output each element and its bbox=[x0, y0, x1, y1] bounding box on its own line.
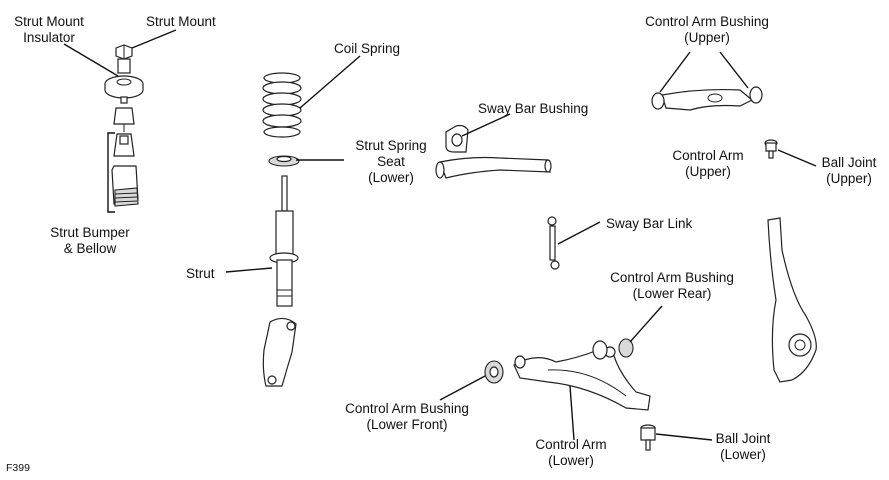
lower-front-bushing-part bbox=[484, 360, 504, 384]
label-strut: Strut bbox=[186, 266, 215, 281]
label-control-arm-upper: Control Arm (Upper) bbox=[672, 148, 744, 179]
strut-mount-insulator-part bbox=[104, 58, 144, 99]
coil-spring-part bbox=[262, 72, 302, 138]
lower-control-arm-part bbox=[513, 346, 651, 411]
label-control-arm-bushing-lower-front: Control Arm Bushing (Lower Front) bbox=[345, 401, 469, 432]
lower-rear-bushing-part bbox=[592, 338, 634, 360]
upper-ball-joint-part bbox=[764, 139, 778, 159]
sway-bar-bushing-part bbox=[445, 124, 469, 153]
label-strut-mount-insulator: Strut Mount Insulator bbox=[14, 14, 84, 45]
strut-part bbox=[262, 175, 299, 387]
label-control-arm-bushing-lower-rear: Control Arm Bushing (Lower Rear) bbox=[610, 270, 734, 301]
label-strut-bumper-bellow: Strut Bumper & Bellow bbox=[50, 225, 130, 256]
strut-bumper-part bbox=[113, 96, 135, 132]
label-strut-mount: Strut Mount bbox=[146, 14, 216, 29]
label-coil-spring: Coil Spring bbox=[334, 41, 401, 56]
upper-control-arm-part bbox=[651, 86, 763, 111]
strut-spring-seat-part bbox=[268, 155, 300, 167]
label-control-arm-lower: Control Arm (Lower) bbox=[535, 437, 607, 468]
strut-bellow-part bbox=[111, 133, 139, 207]
strut-mount-nut bbox=[115, 44, 133, 60]
sway-bar-part bbox=[435, 156, 552, 179]
leader-lines bbox=[63, 29, 817, 441]
sway-bar-link-part bbox=[547, 216, 560, 270]
label-ball-joint-lower: Ball Joint (Lower) bbox=[715, 431, 771, 462]
label-ball-joint-upper: Ball Joint (Upper) bbox=[821, 155, 877, 186]
steering-knuckle-part bbox=[767, 217, 817, 383]
figure-id: F399 bbox=[6, 462, 30, 474]
lower-ball-joint-part bbox=[640, 424, 656, 451]
label-control-arm-bushing-upper: Control Arm Bushing (Upper) bbox=[645, 14, 769, 45]
label-strut-spring-seat: Strut Spring Seat (Lower) bbox=[355, 138, 427, 185]
label-sway-bar-bushing: Sway Bar Bushing bbox=[478, 101, 589, 116]
label-sway-bar-link: Sway Bar Link bbox=[606, 216, 693, 231]
